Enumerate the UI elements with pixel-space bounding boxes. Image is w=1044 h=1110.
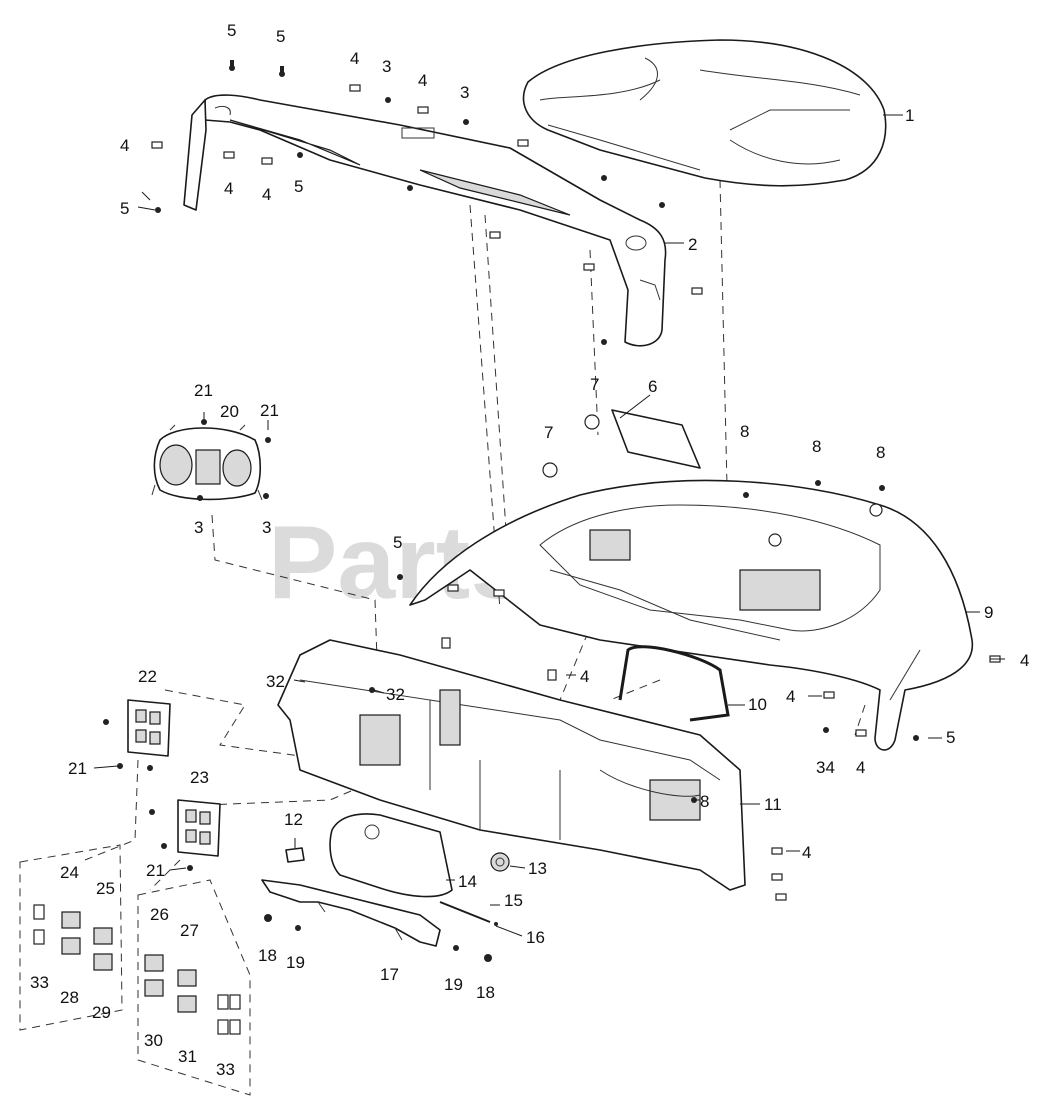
callout-32: 32 bbox=[266, 672, 285, 691]
callout-4: 4 bbox=[856, 758, 865, 777]
callout-4: 4 bbox=[350, 49, 359, 68]
callout-19: 19 bbox=[444, 975, 463, 994]
callout-21: 21 bbox=[146, 861, 165, 880]
callout-5: 5 bbox=[393, 533, 402, 552]
callout-9: 9 bbox=[984, 603, 993, 622]
part-10-seal-strip bbox=[618, 645, 730, 722]
callout-7: 7 bbox=[590, 375, 599, 394]
callout-33: 33 bbox=[216, 1060, 235, 1079]
callout-1: 1 bbox=[905, 106, 914, 125]
callout-30: 30 bbox=[144, 1031, 163, 1050]
part-15-rod bbox=[439, 901, 491, 923]
callout-5: 5 bbox=[120, 199, 129, 218]
callout-4: 4 bbox=[580, 667, 589, 686]
callout-4: 4 bbox=[418, 71, 427, 90]
switch-group-right bbox=[137, 879, 251, 1096]
part-17-bracket bbox=[261, 879, 441, 947]
callout-31: 31 bbox=[178, 1047, 197, 1066]
callout-8: 8 bbox=[740, 422, 749, 441]
callout-4: 4 bbox=[786, 687, 795, 706]
callout-29: 29 bbox=[92, 1003, 111, 1022]
switch-group-left bbox=[19, 844, 123, 1031]
callout-10: 10 bbox=[748, 695, 767, 714]
part-6-plate bbox=[611, 409, 701, 469]
callout-17: 17 bbox=[380, 965, 399, 984]
callout-5: 5 bbox=[276, 27, 285, 46]
callout-24: 24 bbox=[60, 863, 79, 882]
leader-lines bbox=[93, 114, 1005, 937]
callout-2: 2 bbox=[688, 235, 697, 254]
part-22-switch-panel bbox=[127, 699, 171, 757]
callout-3: 3 bbox=[262, 518, 271, 537]
callout-21: 21 bbox=[260, 401, 279, 420]
callout-15: 15 bbox=[504, 891, 523, 910]
callout-7: 7 bbox=[544, 423, 553, 442]
part-9-upper-dash bbox=[409, 479, 974, 751]
callout-11: 11 bbox=[764, 795, 782, 814]
callout-32: 32 bbox=[386, 685, 405, 704]
callout-8: 8 bbox=[700, 792, 709, 811]
callout-4: 4 bbox=[802, 843, 811, 862]
callout-16: 16 bbox=[526, 928, 545, 947]
callout-34: 34 bbox=[816, 758, 835, 777]
callout-4: 4 bbox=[1020, 651, 1029, 670]
callout-4: 4 bbox=[120, 136, 129, 155]
callout-21: 21 bbox=[68, 759, 87, 778]
part-20-instrument-cluster bbox=[151, 424, 263, 501]
callout-8: 8 bbox=[812, 437, 821, 456]
part-23-switch-panel bbox=[177, 799, 221, 857]
callout-5: 5 bbox=[294, 177, 303, 196]
callout-3: 3 bbox=[382, 57, 391, 76]
callout-25: 25 bbox=[96, 879, 115, 898]
callout-3: 3 bbox=[194, 518, 203, 537]
callout-5: 5 bbox=[946, 728, 955, 747]
fasteners bbox=[103, 60, 1001, 962]
part-12-latch bbox=[285, 847, 305, 863]
part-11-lower-dash bbox=[277, 639, 746, 891]
callout-18: 18 bbox=[258, 946, 277, 965]
callout-27: 27 bbox=[180, 921, 199, 940]
callout-3: 3 bbox=[460, 83, 469, 102]
callout-6: 6 bbox=[648, 377, 657, 396]
callout-8: 8 bbox=[876, 443, 885, 462]
callout-20: 20 bbox=[220, 402, 239, 421]
part-14-glove-box-door bbox=[329, 813, 453, 898]
callout-14: 14 bbox=[458, 872, 477, 891]
part-13-lock bbox=[490, 852, 510, 872]
callout-19: 19 bbox=[286, 953, 305, 972]
callout-28: 28 bbox=[60, 988, 79, 1007]
callout-22: 22 bbox=[138, 667, 157, 686]
callout-4: 4 bbox=[262, 185, 271, 204]
callout-23: 23 bbox=[190, 768, 209, 787]
part-1-top-cover bbox=[522, 39, 887, 187]
callout-21: 21 bbox=[194, 381, 213, 400]
callout-18: 18 bbox=[476, 983, 495, 1002]
callout-33: 33 bbox=[30, 973, 49, 992]
callout-26: 26 bbox=[150, 905, 169, 924]
callout-13: 13 bbox=[528, 859, 547, 878]
callout-5: 5 bbox=[227, 21, 236, 40]
callout-labels: 1 2 3 3 3 3 4 4 4 4 4 4 4 4 4 4 5 5 5 5 … bbox=[30, 21, 1029, 1079]
callout-12: 12 bbox=[284, 810, 303, 829]
part-2-upper-frame bbox=[183, 94, 667, 347]
callout-4: 4 bbox=[224, 179, 233, 198]
